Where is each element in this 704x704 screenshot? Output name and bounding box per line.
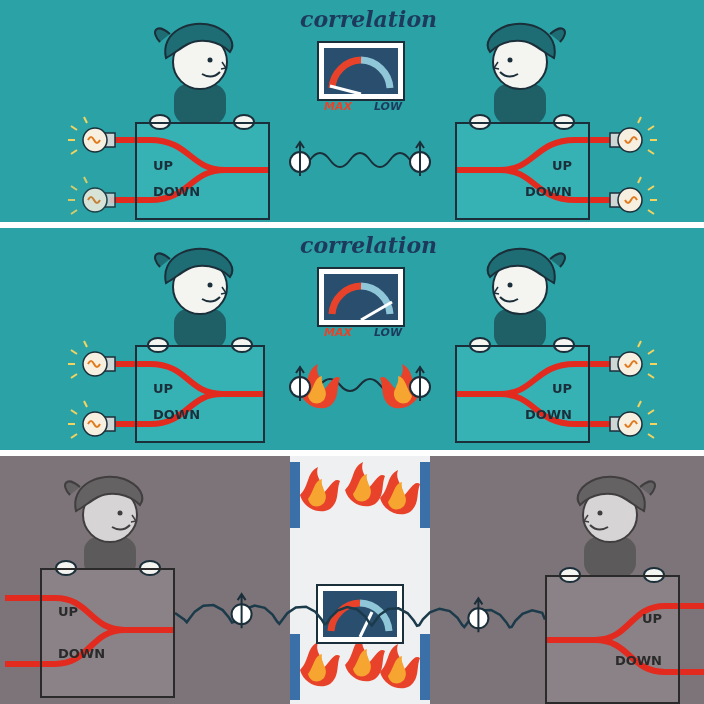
output-label: UP xyxy=(642,607,662,631)
particle xyxy=(410,367,430,401)
gauge-scale: MAX xyxy=(318,326,358,339)
scientist xyxy=(155,24,232,124)
panel xyxy=(0,228,704,450)
bulb-lit xyxy=(610,177,657,214)
bulb-lit xyxy=(68,341,115,378)
gauge xyxy=(317,585,403,643)
particle xyxy=(410,142,430,176)
flame xyxy=(300,467,340,511)
scientist xyxy=(488,24,565,124)
output-label: DOWN xyxy=(153,403,200,427)
detector-box: UP DOWN xyxy=(545,575,680,704)
detector-box: UPDOWN xyxy=(135,122,270,220)
flame xyxy=(345,462,385,506)
particle xyxy=(468,598,488,632)
output-label: UP xyxy=(58,600,78,624)
particle xyxy=(232,594,252,628)
gauge-scale: LOW xyxy=(368,100,408,113)
panel xyxy=(0,456,704,704)
output-label: DOWN xyxy=(525,403,572,427)
output-label: DOWN xyxy=(58,642,105,666)
detector-box: UP DOWN xyxy=(40,568,175,698)
bulb-lit xyxy=(68,117,115,154)
detector-box: UPDOWN xyxy=(455,345,590,443)
bulb xyxy=(68,177,115,214)
gauge-scale: MAX xyxy=(318,100,358,113)
entanglement-wire xyxy=(175,605,545,627)
entanglement-wave xyxy=(310,153,410,167)
bulb xyxy=(610,401,657,438)
bulb-lit xyxy=(610,341,657,378)
gauge xyxy=(318,268,404,326)
output-label: UP xyxy=(153,377,173,401)
particle xyxy=(290,367,310,401)
output-label: DOWN xyxy=(525,180,572,204)
output-label: UP xyxy=(552,377,572,401)
scientist xyxy=(578,477,655,577)
scientist xyxy=(488,249,565,349)
gauge xyxy=(318,42,404,100)
output-label: DOWN xyxy=(153,180,200,204)
flame xyxy=(380,644,420,688)
output-label: UP xyxy=(552,154,572,178)
gauge-scale: LOW xyxy=(368,326,408,339)
signal-path xyxy=(545,606,704,672)
bulb xyxy=(68,401,115,438)
output-label: DOWN xyxy=(615,649,662,673)
panel xyxy=(0,0,704,222)
detector-box: UPDOWN xyxy=(455,122,590,220)
gauge-title: correlation xyxy=(300,6,420,32)
output-label: UP xyxy=(153,154,173,178)
scientist xyxy=(155,249,232,349)
flame xyxy=(300,642,340,686)
gauge-title: correlation xyxy=(300,232,420,258)
bulb xyxy=(610,117,657,154)
flame xyxy=(380,470,420,514)
panel-strip xyxy=(290,456,430,704)
detector-box: UPDOWN xyxy=(135,345,265,443)
scientist xyxy=(65,477,142,577)
particle xyxy=(290,142,310,176)
